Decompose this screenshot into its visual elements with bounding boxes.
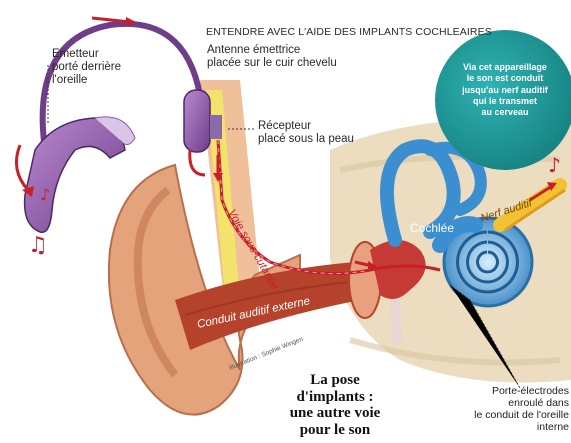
footer-title: La pose d'implants : une autre voie pour…: [275, 372, 395, 438]
emetteur-label: Emetteur porté derrière l'oreille: [52, 48, 121, 88]
recepteur-label: Récepteur placé sous la peau: [258, 120, 354, 146]
sound-arrow: [16, 145, 28, 190]
porte-electrodes-label: Porte-électrodes enroulé dans le conduit…: [439, 385, 569, 433]
cochlee-label: Cochlée: [410, 221, 454, 235]
antenne-label: Antenne émettrice placée sur le cuir che…: [207, 44, 337, 70]
emitter-device: [25, 118, 125, 232]
svg-text:♪: ♪: [40, 185, 50, 204]
signal-arrow: [190, 150, 205, 175]
antenna-transmitter: [184, 90, 210, 152]
callout-text: Via cet appareillage le son est conduit …: [455, 62, 555, 118]
svg-text:♪: ♪: [548, 153, 561, 177]
header: ENTENDRE AVEC L'AIDE DES IMPLANTS COCHLE…: [206, 26, 492, 38]
sound-arrow: [92, 18, 130, 22]
svg-text:♫: ♫: [28, 233, 48, 258]
